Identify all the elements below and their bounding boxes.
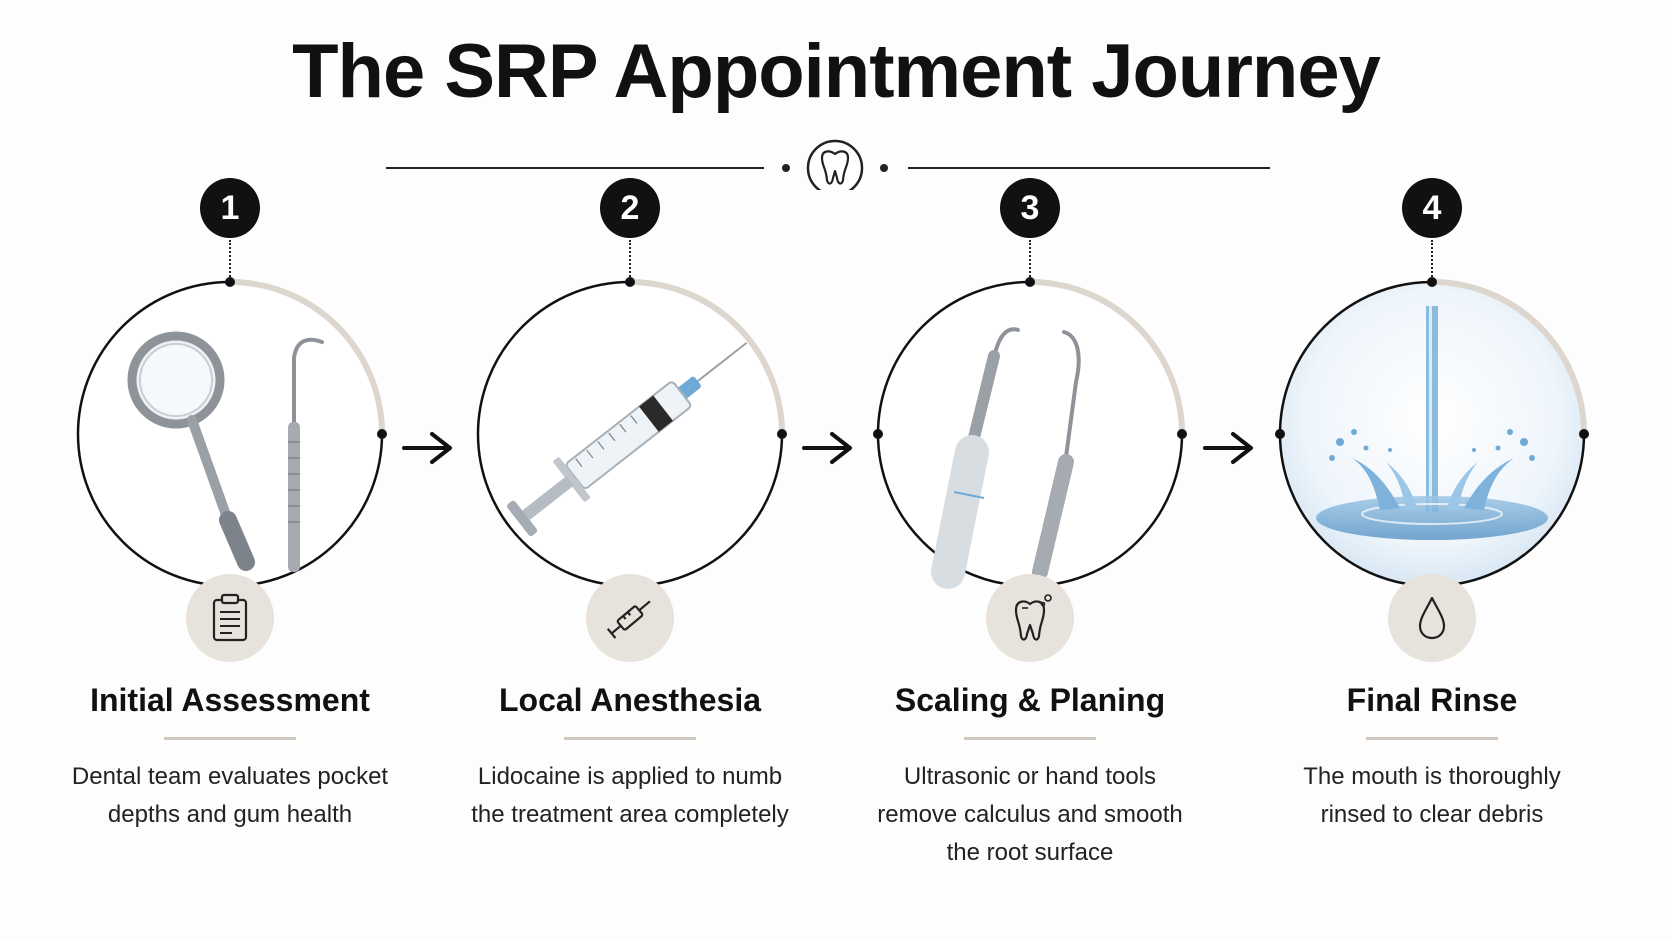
page-title: The SRP Appointment Journey bbox=[292, 29, 1381, 114]
title-underline bbox=[964, 737, 1096, 740]
dotted-connector bbox=[1431, 240, 1433, 284]
step-1: 1 bbox=[30, 0, 430, 941]
clean-tooth-icon bbox=[1014, 594, 1052, 641]
step-description: Ultrasonic or hand tools remove calculus… bbox=[877, 763, 1183, 866]
step-2: 2 bbox=[430, 0, 830, 941]
dotted-connector bbox=[229, 240, 231, 284]
step-icon-badge bbox=[186, 574, 274, 662]
step-title: Local Anesthesia bbox=[498, 682, 761, 718]
dotted-connector bbox=[1029, 240, 1031, 284]
step-title: Final Rinse bbox=[1346, 682, 1518, 718]
arrow-right-icon bbox=[1203, 432, 1253, 464]
dental-mirror-illustration bbox=[127, 331, 255, 571]
syringe-illustration bbox=[507, 342, 748, 536]
step-3: 3 bbox=[830, 0, 1230, 941]
step-icon-badge bbox=[986, 574, 1074, 662]
dotted-connector bbox=[629, 240, 631, 284]
step-number-badge: 4 bbox=[1402, 178, 1462, 238]
title-underline bbox=[164, 737, 296, 740]
dental-probe-illustration bbox=[288, 337, 324, 572]
step-icon-badge bbox=[1388, 574, 1476, 662]
step-description: Dental team evaluates pocket depths and … bbox=[71, 763, 389, 828]
ultrasonic-scaler-illustration bbox=[931, 327, 1020, 589]
water-splash-illustration bbox=[1316, 306, 1548, 540]
syringe-icon bbox=[606, 600, 651, 639]
hand-scaler-illustration bbox=[1032, 330, 1081, 580]
step-number-badge: 3 bbox=[1000, 178, 1060, 238]
step-title: Scaling & Planing bbox=[894, 682, 1166, 718]
arrow-right-icon bbox=[402, 432, 452, 464]
step-illustration-ring bbox=[476, 277, 787, 588]
step-icon-badge bbox=[586, 574, 674, 662]
clipboard-icon bbox=[212, 593, 248, 642]
step-description: The mouth is thoroughly rinsed to clear … bbox=[1303, 763, 1561, 828]
step-number-badge: 1 bbox=[200, 178, 260, 238]
title-divider bbox=[386, 139, 1270, 190]
step-4: 4 bbox=[1232, 0, 1632, 941]
step-number-badge: 2 bbox=[600, 178, 660, 238]
title-underline bbox=[1366, 737, 1498, 740]
water-drop-icon bbox=[1418, 596, 1446, 640]
arrow-right-icon bbox=[802, 432, 852, 464]
step-description: Lidocaine is applied to numb the treatme… bbox=[471, 763, 789, 828]
step-illustration-ring bbox=[76, 277, 387, 588]
step-illustration-ring bbox=[1275, 277, 1589, 588]
step-title: Initial Assessment bbox=[90, 682, 370, 718]
step-illustration-ring bbox=[873, 277, 1187, 589]
tooth-icon bbox=[806, 139, 864, 190]
title-underline bbox=[564, 737, 696, 740]
